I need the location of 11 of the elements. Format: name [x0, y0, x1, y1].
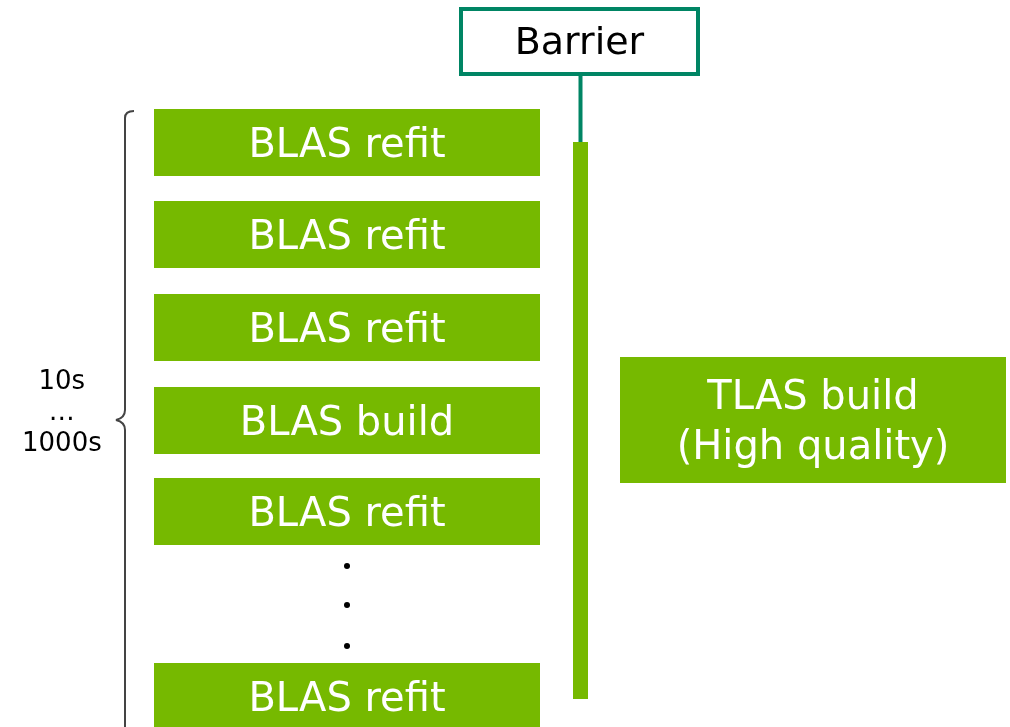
process-box: BLAS build	[154, 387, 540, 454]
barrier-bar	[573, 142, 588, 699]
process-box: BLAS refit	[154, 201, 540, 268]
count-label: 10s … 1000s	[22, 365, 102, 459]
process-box: BLAS refit	[154, 663, 540, 727]
process-box: BLAS refit	[154, 109, 540, 176]
leader-line	[578, 76, 583, 142]
process-box: BLAS refit	[154, 478, 540, 545]
process-box: TLAS build (High quality)	[620, 357, 1006, 483]
label-box: Barrier	[459, 7, 700, 76]
process-box: BLAS refit	[154, 294, 540, 361]
